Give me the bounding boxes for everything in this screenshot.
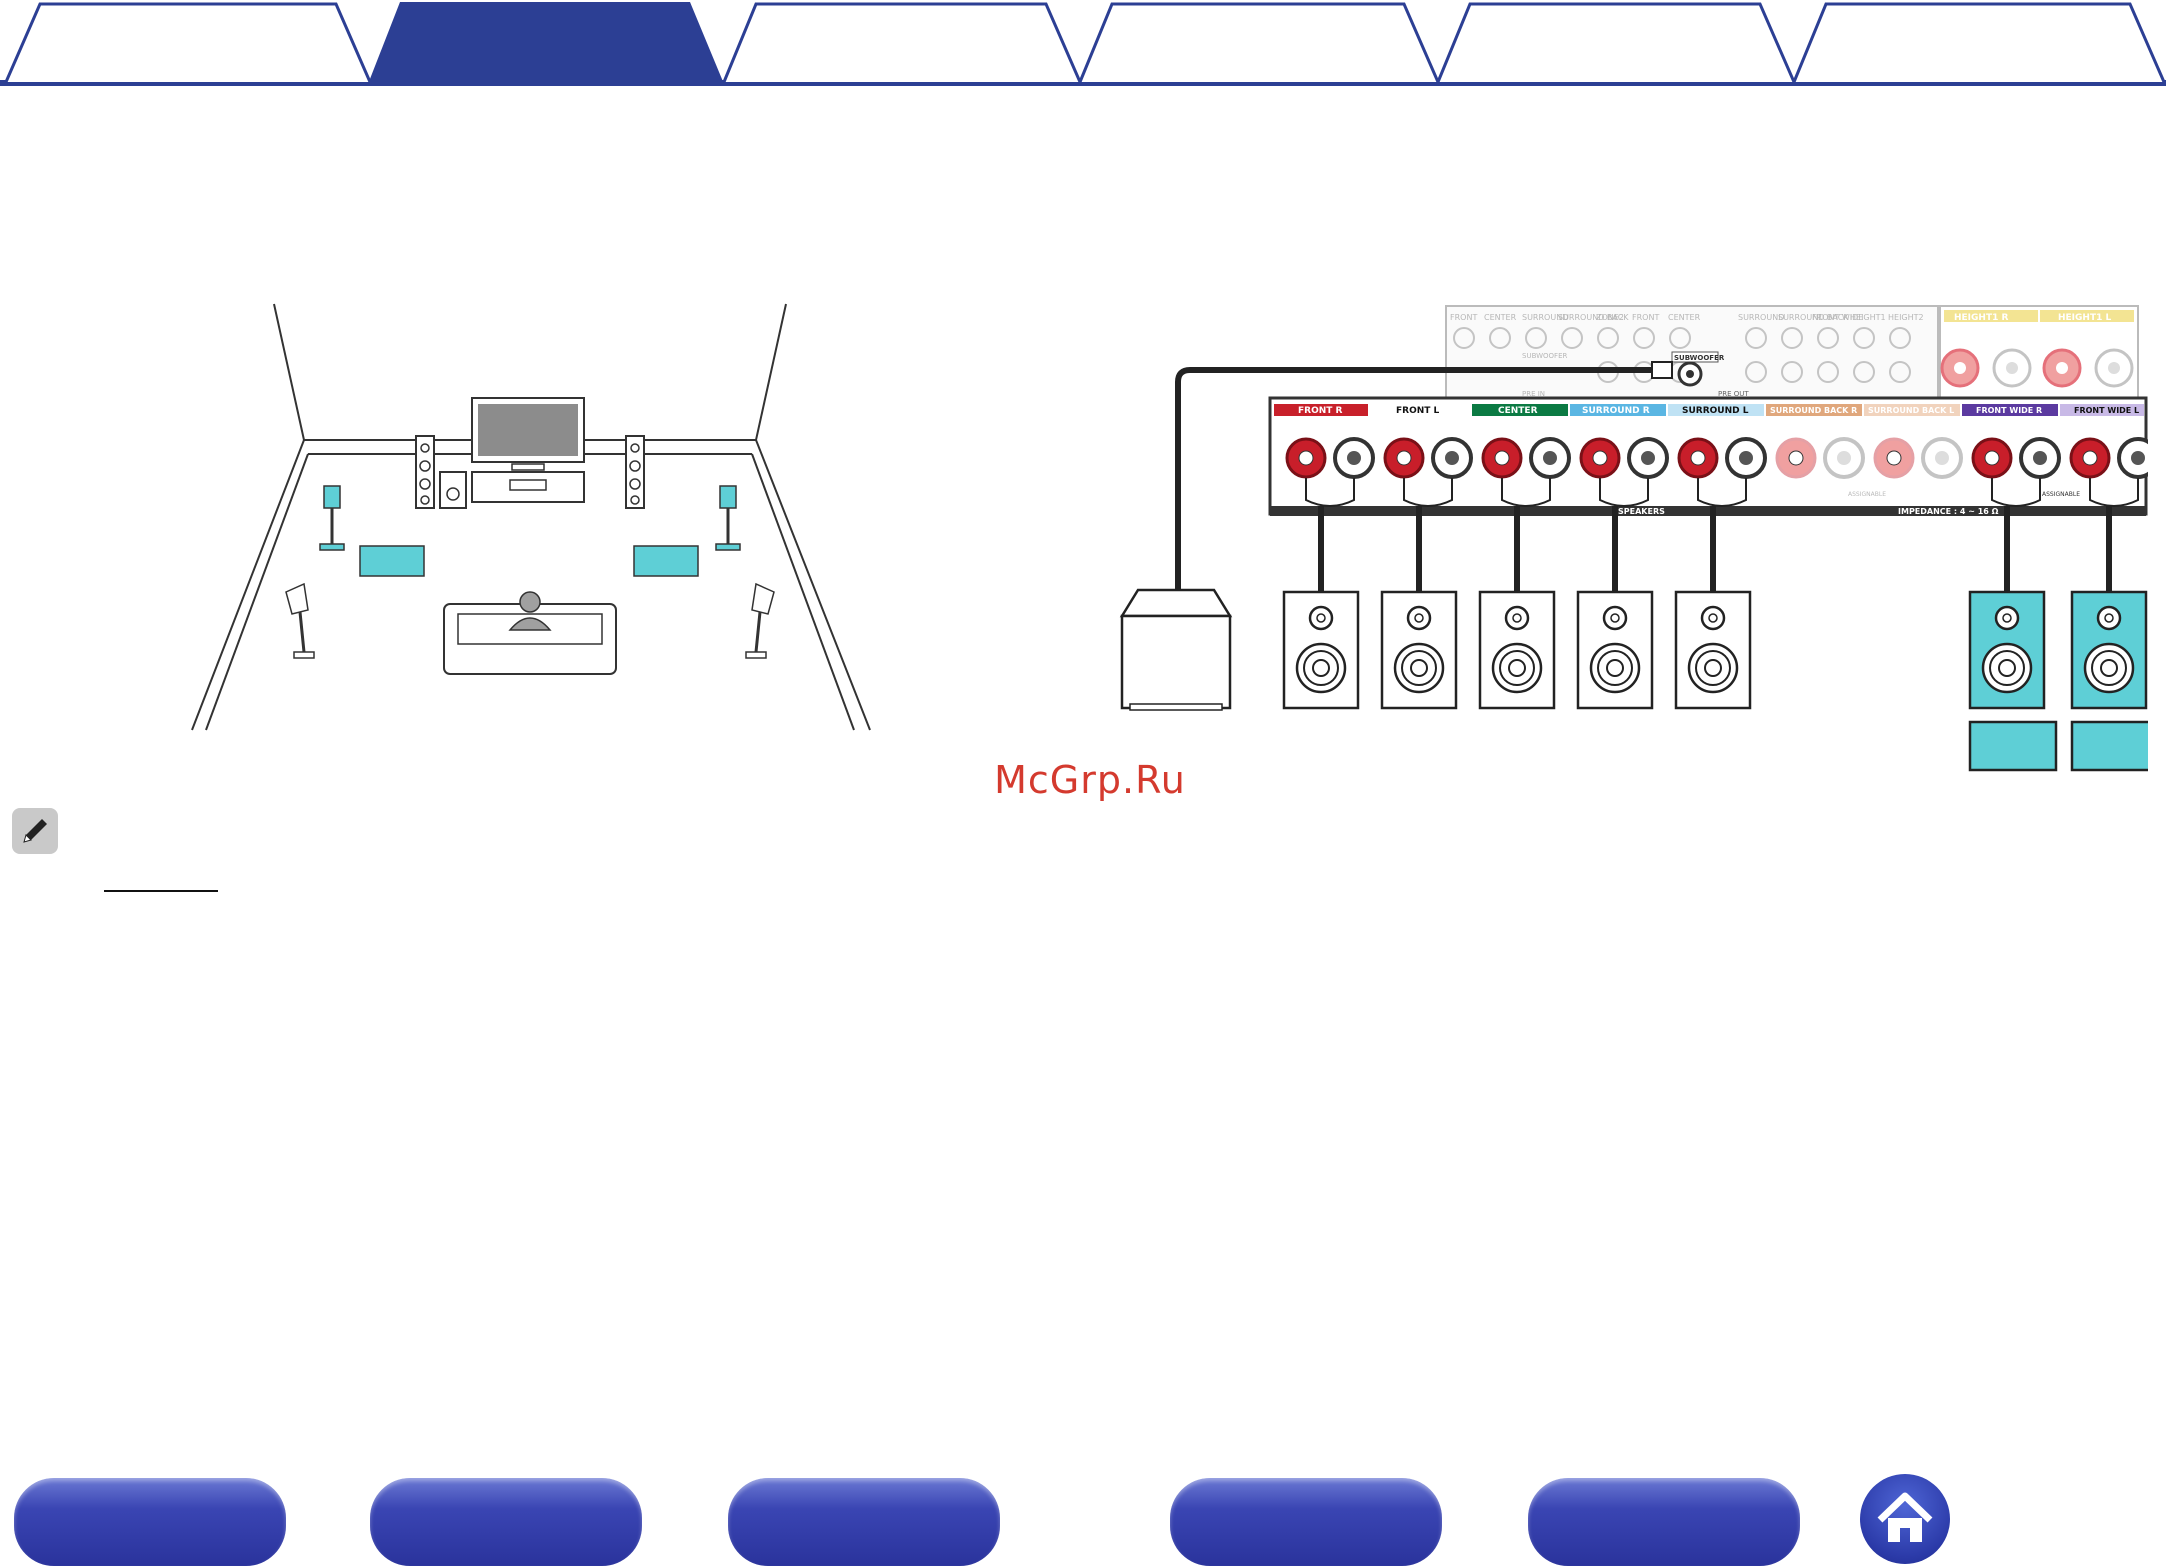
surround-back-r-terminal[interactable]	[1775, 437, 1865, 479]
preout-subwoofer-small-label: SUBWOOFER	[1522, 352, 1568, 360]
preout-front-label: FRONT	[1450, 313, 1477, 322]
height1-l-label: HEIGHT1 L	[2058, 313, 2111, 323]
subwoofer-illustration	[439, 471, 467, 509]
preout-center-label: CENTER	[1484, 313, 1517, 322]
front-r-terminal[interactable]	[1285, 437, 1375, 479]
surround-back-l-terminal[interactable]	[1873, 437, 1963, 479]
preout-center-label-2: CENTER	[1668, 313, 1701, 322]
room-layout-diagram	[191, 303, 871, 731]
assignable-label-2: ASSIGNABLE	[2042, 491, 2080, 498]
surround-back-l-label: SURROUND BACK L	[1868, 406, 1954, 415]
surround-back-r-label: SURROUND BACK R	[1770, 406, 1857, 415]
front-wide-l-marker	[2070, 720, 2148, 772]
home-button[interactable]	[1860, 1474, 1950, 1564]
preout-surround-back-label: SURROUND BACK	[1558, 313, 1629, 322]
height1-r-label: HEIGHT1 R	[1954, 313, 2008, 323]
surround-r-speaker-box	[1576, 478, 1654, 710]
front-r-speaker-box	[1282, 478, 1360, 710]
front-wide-right-speaker	[715, 485, 741, 551]
front-wide-r-marker	[1968, 720, 2058, 772]
watermark-text: McGrp.Ru	[994, 758, 1186, 802]
surround-r-label: SURROUND R	[1582, 406, 1650, 416]
preout-height2-label: HEIGHT2	[1888, 313, 1924, 322]
front-wide-left-marker	[359, 545, 425, 577]
preout-label: PRE OUT	[1718, 390, 1749, 398]
center-label: CENTER	[1498, 406, 1538, 416]
surround-l-speaker-box	[1674, 478, 1752, 710]
surround-l-label: SURROUND L	[1682, 406, 1749, 416]
preamp-in-label: PRE IN	[1522, 390, 1545, 398]
tab-2-active[interactable]	[368, 2, 724, 84]
pencil-icon	[12, 808, 58, 854]
nav-button-2[interactable]	[370, 1478, 642, 1566]
tab-6[interactable]	[1792, 2, 2166, 83]
surround-left-speaker	[285, 582, 315, 659]
preout-front-label-2: FRONT	[1632, 313, 1659, 322]
front-wide-r-speaker-box	[1968, 478, 2046, 710]
surround-r-terminal[interactable]	[1579, 437, 1669, 479]
home-icon	[1877, 1492, 1933, 1542]
nav-button-4[interactable]	[1170, 1478, 1442, 1566]
tv-illustration	[471, 397, 585, 503]
speaker-terminals[interactable]	[1285, 437, 2148, 479]
preout-surround-label-2: SURROUND	[1738, 313, 1784, 322]
front-wide-l-terminal[interactable]	[2069, 437, 2148, 479]
sofa-with-listener	[443, 591, 617, 675]
assignable-label-1: ASSIGNABLE	[1848, 491, 1886, 498]
front-r-label: FRONT R	[1298, 406, 1343, 416]
subwoofer-jack-label: SUBWOOFER	[1674, 354, 1725, 362]
tab-1[interactable]	[4, 2, 372, 83]
tab-5[interactable]	[1436, 2, 1796, 83]
center-terminal[interactable]	[1481, 437, 1571, 479]
top-tab-bar	[0, 2, 2166, 86]
preout-zone2-label: ZONE2	[1596, 313, 1624, 322]
preout-front-wide-label: FRONT WIDE	[1812, 313, 1863, 322]
front-wide-left-speaker	[319, 485, 345, 551]
front-wide-l-label: FRONT WIDE L	[2074, 406, 2139, 415]
surround-right-speaker	[745, 582, 775, 659]
front-l-label: FRONT L	[1396, 406, 1440, 416]
subwoofer-cable	[1175, 367, 1658, 594]
link-underline[interactable]	[104, 890, 218, 892]
front-wide-l-speaker-box	[2070, 478, 2148, 710]
nav-button-5[interactable]	[1528, 1478, 1800, 1566]
receiver-connection-diagram: FRONT CENTER SURROUND SURROUND BACK ZONE…	[1119, 305, 2148, 772]
preout-height1-label: HEIGHT1	[1850, 313, 1886, 322]
front-wide-r-terminal[interactable]	[1971, 437, 2061, 479]
front-right-tower	[625, 435, 645, 509]
speakers-label: SPEAKERS	[1618, 507, 1665, 516]
front-wide-right-marker	[633, 545, 699, 577]
impedance-label: IMPEDANCE : 4 ~ 16 Ω	[1898, 507, 1999, 516]
center-speaker-box	[1478, 478, 1556, 710]
preout-surround-back-label-2: SURROUND BACK	[1778, 313, 1849, 322]
speaker-boxes	[1282, 478, 2148, 710]
front-l-terminal[interactable]	[1383, 437, 1473, 479]
nav-button-1[interactable]	[14, 1478, 286, 1566]
nav-button-3[interactable]	[728, 1478, 1000, 1566]
preout-surround-label: SURROUND	[1522, 313, 1568, 322]
surround-l-terminal[interactable]	[1677, 437, 1767, 479]
front-l-speaker-box	[1380, 478, 1458, 710]
front-left-tower	[415, 435, 435, 509]
front-wide-r-label: FRONT WIDE R	[1976, 406, 2042, 415]
subwoofer-box	[1119, 588, 1233, 711]
tab-4[interactable]	[1078, 2, 1440, 83]
tab-3[interactable]	[722, 2, 1082, 83]
